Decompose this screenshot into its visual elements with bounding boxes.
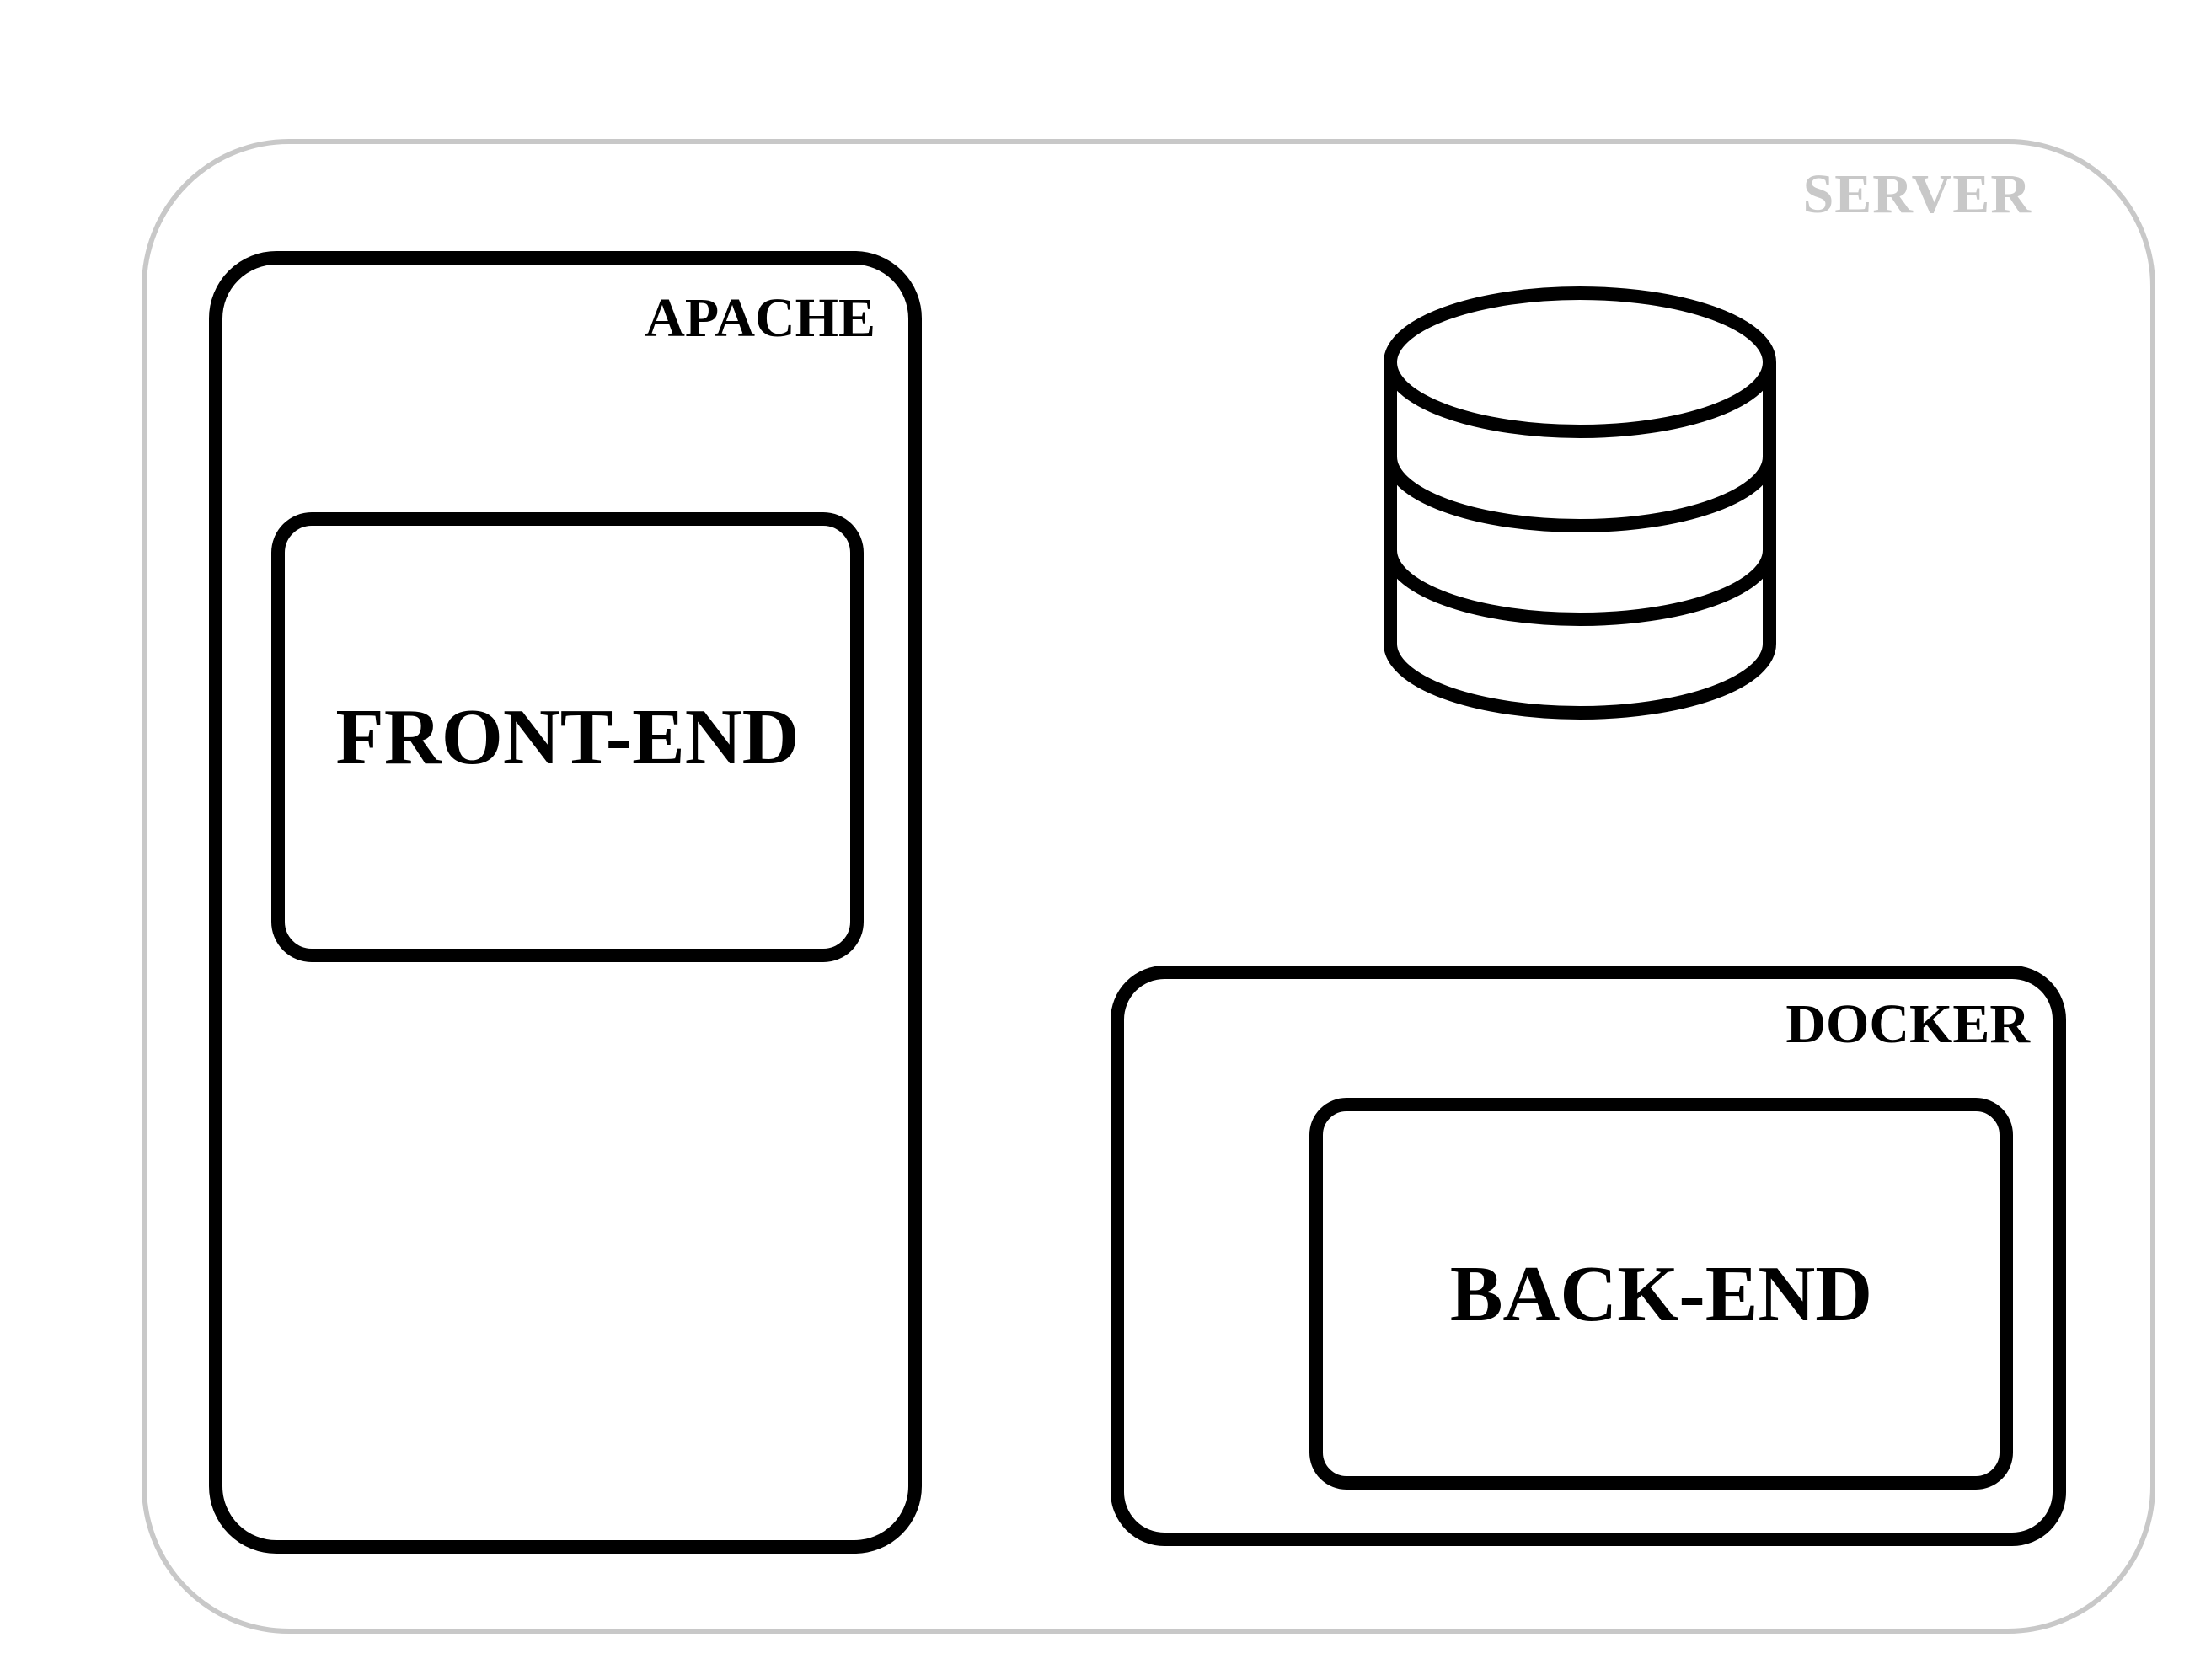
- database-icon: [1384, 286, 1776, 720]
- apache-container: [209, 251, 922, 1554]
- apache-label: APACHE: [645, 287, 875, 349]
- docker-container: [1111, 966, 2066, 1546]
- back-end-box: BACK-END: [1309, 1098, 2013, 1490]
- docker-label: DOCKER: [1785, 993, 2030, 1055]
- back-end-label: BACK-END: [1449, 1249, 1873, 1338]
- server-label: SERVER: [1802, 163, 2032, 225]
- front-end-box: FRONT-END: [271, 512, 864, 962]
- server-container: [142, 139, 2155, 1634]
- front-end-label: FRONT-END: [335, 693, 800, 781]
